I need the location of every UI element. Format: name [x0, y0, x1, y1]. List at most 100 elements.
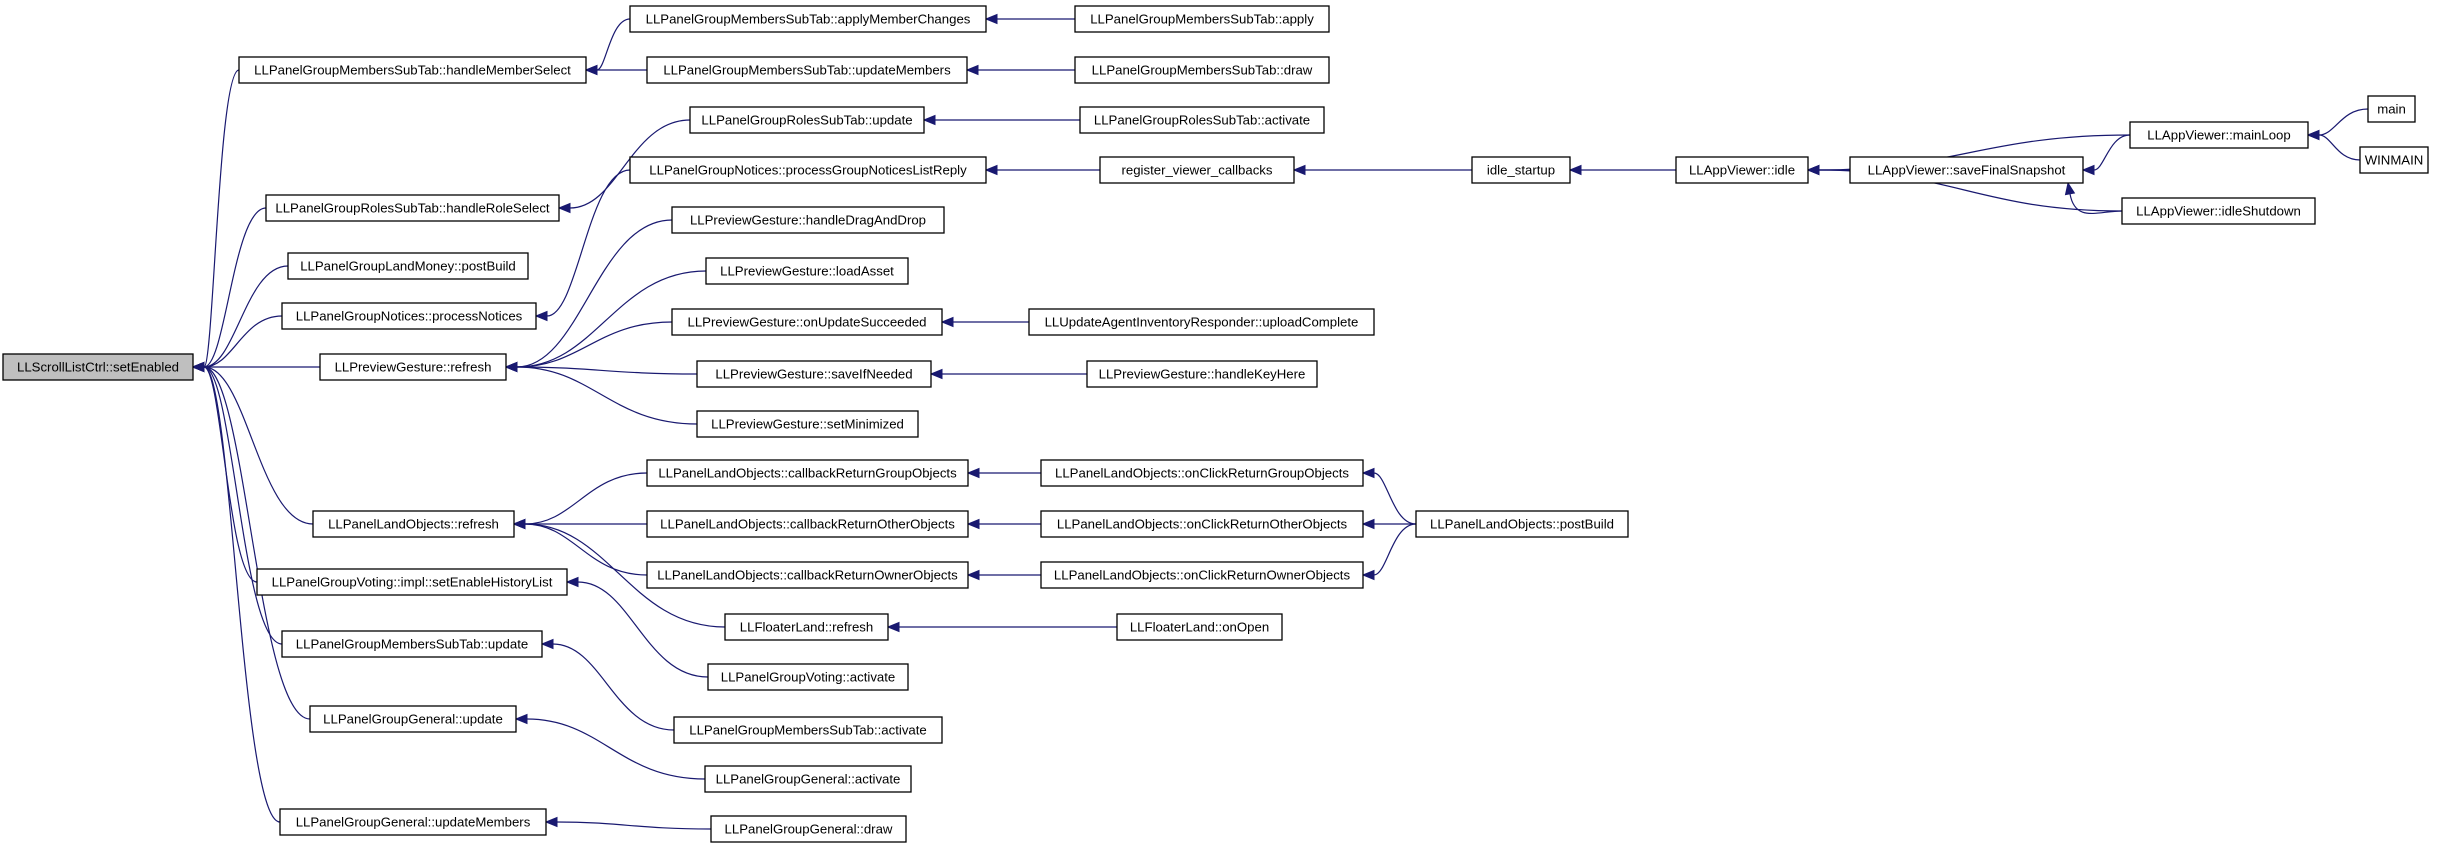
node-box — [2359, 146, 2429, 174]
edge-n20-to-n6 — [512, 472, 648, 530]
node-label: LLFloaterLand::onOpen — [1130, 620, 1269, 635]
graph-node-n38[interactable]: idle_startup — [1471, 156, 1571, 184]
edge-n34-to-n20 — [966, 467, 1041, 479]
node-box — [238, 56, 587, 84]
graph-node-n24[interactable]: LLPanelGroupVoting::activate — [707, 663, 909, 691]
graph-node-n9[interactable]: LLPanelGroupGeneral::update — [309, 705, 517, 733]
graph-node-n43[interactable]: LLAppViewer::idleShutdown — [2121, 197, 2316, 225]
graph-node-n4[interactable]: LLPanelGroupNotices::processNotices — [281, 302, 537, 330]
node-label: LLPanelGroupNotices::processNotices — [296, 309, 523, 324]
edge-line — [1373, 523, 1417, 576]
graph-node-n13[interactable]: LLPanelGroupRolesSubTab::update — [689, 106, 925, 134]
graph-node-n45[interactable]: WINMAIN — [2359, 146, 2429, 174]
graph-node-n33[interactable]: LLPreviewGesture::handleKeyHere — [1086, 360, 1318, 388]
node-box — [2121, 197, 2316, 225]
node-label: LLPanelGroupMembersSubTab::applyMemberCh… — [646, 12, 971, 27]
graph-node-n30[interactable]: LLPanelGroupRolesSubTab::activate — [1079, 106, 1325, 134]
graph-node-n2[interactable]: LLPanelGroupRolesSubTab::handleRoleSelec… — [265, 194, 560, 222]
node-label: LLPanelGroupMembersSubTab::draw — [1092, 63, 1313, 78]
edge-line — [203, 315, 283, 368]
node-label: LLPanelGroupRolesSubTab::activate — [1094, 113, 1310, 128]
graph-node-n37[interactable]: LLFloaterLand::onOpen — [1116, 613, 1283, 641]
graph-node-n8[interactable]: LLPanelGroupMembersSubTab::update — [281, 630, 543, 658]
node-label: LLPreviewGesture::handleKeyHere — [1099, 367, 1306, 382]
graph-node-n10[interactable]: LLPanelGroupGeneral::updateMembers — [279, 808, 547, 836]
graph-node-n27[interactable]: LLPanelGroupGeneral::draw — [710, 815, 907, 843]
node-label: LLScrollListCtrl::setEnabled — [17, 360, 179, 375]
graph-node-n40[interactable]: LLAppViewer::idle — [1675, 156, 1809, 184]
edge-line — [556, 821, 712, 830]
node-label: LLPanelGroupRolesSubTab::handleRoleSelec… — [275, 201, 550, 216]
arrowhead-icon — [514, 713, 528, 725]
node-box — [287, 252, 529, 280]
graph-node-n23[interactable]: LLFloaterLand::refresh — [724, 613, 889, 641]
graph-node-n31[interactable]: register_viewer_callbacks — [1099, 156, 1295, 184]
node-label: LLAppViewer::idle — [1689, 163, 1795, 178]
node-label: LLAppViewer::idleShutdown — [2136, 204, 2301, 219]
edge-n37-to-n23 — [886, 621, 1117, 633]
graph-node-n21[interactable]: LLPanelLandObjects::callbackReturnOtherO… — [646, 510, 969, 538]
graph-node-n15[interactable]: LLPreviewGesture::handleDragAndDrop — [671, 206, 945, 234]
graph-node-n34[interactable]: LLPanelLandObjects::onClickReturnGroupOb… — [1040, 459, 1364, 487]
graph-node-n6[interactable]: LLPanelLandObjects::refresh — [312, 510, 515, 538]
graph-node-n36[interactable]: LLPanelLandObjects::onClickReturnOwnerOb… — [1040, 561, 1364, 589]
node-box — [689, 106, 925, 134]
edge-n32-to-n17 — [940, 316, 1029, 328]
node-box — [1675, 156, 1809, 184]
edge-line — [2069, 193, 2123, 215]
graph-node-n17[interactable]: LLPreviewGesture::onUpdateSucceeded — [671, 308, 943, 336]
node-box — [1086, 360, 1318, 388]
arrowhead-icon — [512, 518, 526, 530]
graph-node-n1[interactable]: LLPanelGroupMembersSubTab::handleMemberS… — [238, 56, 587, 84]
graph-node-n14[interactable]: LLPanelGroupNotices::processGroupNotices… — [629, 156, 987, 184]
node-label: LLPanelGroupRolesSubTab::update — [701, 113, 912, 128]
graph-node-n0[interactable]: LLScrollListCtrl::setEnabled — [2, 353, 194, 381]
graph-node-n32[interactable]: LLUpdateAgentInventoryResponder::uploadC… — [1028, 308, 1375, 336]
edge-line — [524, 523, 726, 628]
edge-line — [516, 366, 698, 425]
graph-node-n35[interactable]: LLPanelLandObjects::onClickReturnOtherOb… — [1040, 510, 1364, 538]
node-box — [671, 308, 943, 336]
graph-node-n11[interactable]: LLPanelGroupMembersSubTab::applyMemberCh… — [629, 5, 987, 33]
graph-node-n20[interactable]: LLPanelLandObjects::callbackReturnGroupO… — [646, 459, 969, 487]
node-label: LLPreviewGesture::onUpdateSucceeded — [688, 315, 927, 330]
graph-node-n22[interactable]: LLPanelLandObjects::callbackReturnOwnerO… — [646, 561, 969, 589]
graph-node-n19[interactable]: LLPreviewGesture::setMinimized — [696, 410, 919, 438]
graph-node-n25[interactable]: LLPanelGroupMembersSubTab::activate — [673, 716, 943, 744]
edge-line — [516, 366, 698, 375]
graph-node-n29[interactable]: LLPanelGroupMembersSubTab::draw — [1074, 56, 1330, 84]
arrowhead-icon — [1361, 518, 1375, 530]
graph-node-n41[interactable]: LLAppViewer::saveFinalSnapshot — [1849, 156, 2084, 184]
edge-n38-to-n31 — [1292, 164, 1472, 176]
node-label: LLPreviewGesture::setMinimized — [711, 417, 904, 432]
edge-line — [203, 366, 311, 720]
arrowhead-icon — [965, 64, 979, 76]
arrowhead-icon — [984, 164, 998, 176]
graph-node-n3[interactable]: LLPanelGroupLandMoney::postBuild — [287, 252, 529, 280]
node-label: LLAppViewer::mainLoop — [2147, 128, 2290, 143]
graph-node-n42[interactable]: LLAppViewer::mainLoop — [2129, 121, 2309, 149]
edge-line — [552, 643, 675, 731]
graph-node-n18[interactable]: LLPreviewGesture::saveIfNeeded — [696, 360, 932, 388]
graph-node-n16[interactable]: LLPreviewGesture::loadAsset — [705, 257, 909, 285]
node-box — [1040, 510, 1364, 538]
edge-n40-to-n38 — [1568, 164, 1676, 176]
node-label: main — [2377, 102, 2406, 117]
edge-line — [203, 366, 258, 583]
node-label: LLPanelGroupMembersSubTab::apply — [1090, 12, 1314, 27]
graph-node-n7[interactable]: LLPanelGroupVoting::impl::setEnableHisto… — [256, 568, 568, 596]
node-label: LLPanelLandObjects::refresh — [328, 517, 499, 532]
node-box — [1028, 308, 1375, 336]
graph-node-n26[interactable]: LLPanelGroupGeneral::activate — [704, 765, 912, 793]
edge-n26-to-n9 — [514, 713, 706, 780]
graph-node-n28[interactable]: LLPanelGroupMembersSubTab::apply — [1074, 5, 1330, 33]
node-box — [629, 156, 987, 184]
graph-node-n44[interactable]: main — [2367, 95, 2416, 123]
edge-n39-to-n34 — [1361, 467, 1417, 525]
node-box — [646, 459, 969, 487]
arrowhead-icon — [1361, 569, 1375, 581]
graph-node-n12[interactable]: LLPanelGroupMembersSubTab::updateMembers — [646, 56, 968, 84]
graph-node-n39[interactable]: LLPanelLandObjects::postBuild — [1415, 510, 1629, 538]
node-label: LLPanelGroupGeneral::updateMembers — [296, 815, 531, 830]
graph-node-n5[interactable]: LLPreviewGesture::refresh — [319, 353, 507, 381]
